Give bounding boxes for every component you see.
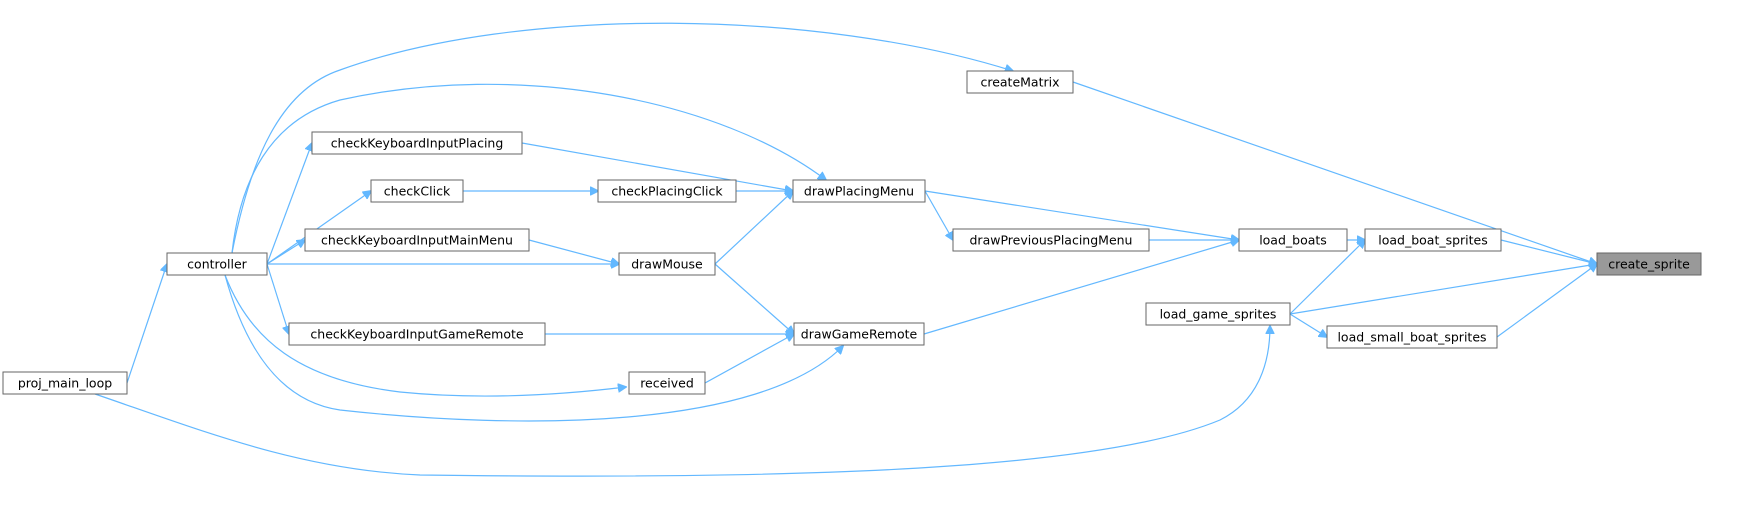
node-box bbox=[370, 179, 464, 203]
node-proj_main_loop[interactable]: proj_main_loop bbox=[2, 371, 128, 395]
node-box bbox=[2, 371, 128, 395]
edge-controller-to-drawPlacingMenu bbox=[231, 83, 826, 254]
node-drawPlacingMenu[interactable]: drawPlacingMenu bbox=[792, 179, 926, 203]
edge-load_game_sprites-to-load_small_boat_sprites bbox=[1289, 313, 1327, 337]
node-label: controller bbox=[187, 257, 247, 272]
node-box bbox=[166, 252, 268, 276]
node-box bbox=[1238, 228, 1348, 252]
node-label: checkKeyboardInputGameRemote bbox=[310, 327, 523, 342]
node-label: checkPlacingClick bbox=[611, 184, 723, 199]
edge-createMatrix-to-create_sprite bbox=[1072, 81, 1597, 264]
node-label: create_sprite bbox=[1608, 257, 1690, 272]
edge-controller-to-drawGameRemote bbox=[224, 274, 843, 422]
edge-load_game_sprites-to-create_sprite bbox=[1289, 264, 1597, 315]
edge-controller-to-checkKeyboardInputPlacing bbox=[266, 143, 312, 265]
edge-proj_main_loop-to-load_game_sprites bbox=[94, 326, 1270, 477]
node-label: checkClick bbox=[384, 184, 451, 199]
node-label: load_boats bbox=[1259, 233, 1327, 248]
edge-load_game_sprites-to-load_boat_sprites bbox=[1289, 240, 1365, 315]
node-load_boat_sprites[interactable]: load_boat_sprites bbox=[1364, 228, 1502, 252]
node-box bbox=[597, 179, 737, 203]
edge-load_boat_sprites-to-create_sprite bbox=[1500, 239, 1597, 264]
node-label: load_game_sprites bbox=[1160, 307, 1277, 322]
node-box bbox=[1364, 228, 1502, 252]
node-box bbox=[793, 322, 925, 346]
node-label: load_boat_sprites bbox=[1378, 233, 1488, 248]
node-label: drawMouse bbox=[631, 257, 703, 272]
node-box bbox=[792, 179, 926, 203]
edge-checkKeyboardInputMainMenu-to-drawMouse bbox=[528, 239, 619, 264]
edge-received-to-drawGameRemote bbox=[704, 334, 794, 384]
node-box bbox=[618, 252, 716, 276]
node-controller[interactable]: controller bbox=[166, 252, 268, 276]
graph-nodes: create_sprite createMatrix load_boat_sprit… bbox=[2, 70, 1702, 395]
node-load_game_sprites[interactable]: load_game_sprites bbox=[1145, 302, 1291, 326]
edge-controller-to-createMatrix bbox=[231, 22, 1013, 254]
node-label: checkKeyboardInputMainMenu bbox=[321, 233, 513, 248]
node-label: drawPreviousPlacingMenu bbox=[970, 233, 1133, 248]
edge-drawMouse-to-drawPlacingMenu bbox=[714, 191, 793, 265]
edge-controller-to-checkClick bbox=[266, 191, 371, 265]
node-box bbox=[1596, 252, 1702, 276]
node-load_small_boat_sprites[interactable]: load_small_boat_sprites bbox=[1326, 325, 1498, 349]
node-box bbox=[628, 371, 706, 395]
node-box bbox=[288, 322, 546, 346]
node-received[interactable]: received bbox=[628, 371, 706, 395]
edge-checkKeyboardInputPlacing-to-drawPlacingMenu bbox=[521, 142, 793, 191]
node-drawMouse[interactable]: drawMouse bbox=[618, 252, 716, 276]
node-checkClick[interactable]: checkClick bbox=[370, 179, 464, 203]
node-box bbox=[304, 228, 530, 252]
node-drawGameRemote[interactable]: drawGameRemote bbox=[793, 322, 925, 346]
edge-controller-to-received bbox=[224, 274, 626, 397]
node-checkPlacingClick[interactable]: checkPlacingClick bbox=[597, 179, 737, 203]
node-checkKeyboardInputGameRemote[interactable]: checkKeyboardInputGameRemote bbox=[288, 322, 546, 346]
graph-edges bbox=[94, 22, 1597, 477]
node-drawPreviousPlacingMenu[interactable]: drawPreviousPlacingMenu bbox=[952, 228, 1150, 252]
edge-drawPlacingMenu-to-drawPreviousPlacingMenu bbox=[924, 190, 953, 240]
node-box bbox=[1145, 302, 1291, 326]
node-checkKeyboardInputMainMenu[interactable]: checkKeyboardInputMainMenu bbox=[304, 228, 530, 252]
node-label: drawPlacingMenu bbox=[804, 184, 914, 199]
node-checkKeyboardInputPlacing[interactable]: checkKeyboardInputPlacing bbox=[311, 131, 523, 155]
edge-controller-to-checkKeyboardInputMainMenu bbox=[266, 240, 305, 265]
edge-proj_main_loop-to-controller bbox=[126, 264, 167, 384]
node-label: proj_main_loop bbox=[18, 376, 112, 391]
node-label: createMatrix bbox=[980, 75, 1059, 90]
node-label: checkKeyboardInputPlacing bbox=[331, 136, 504, 151]
node-load_boats[interactable]: load_boats bbox=[1238, 228, 1348, 252]
node-label: drawGameRemote bbox=[801, 327, 918, 342]
edge-drawMouse-to-drawGameRemote bbox=[714, 263, 794, 334]
node-box bbox=[952, 228, 1150, 252]
edge-drawGameRemote-to-load_boats bbox=[923, 240, 1239, 335]
node-label: load_small_boat_sprites bbox=[1337, 330, 1486, 345]
edge-drawPlacingMenu-to-load_boats bbox=[924, 190, 1239, 240]
node-box bbox=[1326, 325, 1498, 349]
node-createMatrix[interactable]: createMatrix bbox=[966, 70, 1074, 94]
node-create_sprite[interactable]: create_sprite bbox=[1596, 252, 1702, 276]
node-label: received bbox=[640, 376, 694, 391]
edge-controller-to-checkKeyboardInputGameRemote bbox=[266, 263, 289, 334]
node-box bbox=[966, 70, 1074, 94]
node-box bbox=[311, 131, 523, 155]
edge-load_small_boat_sprites-to-create_sprite bbox=[1496, 264, 1597, 338]
